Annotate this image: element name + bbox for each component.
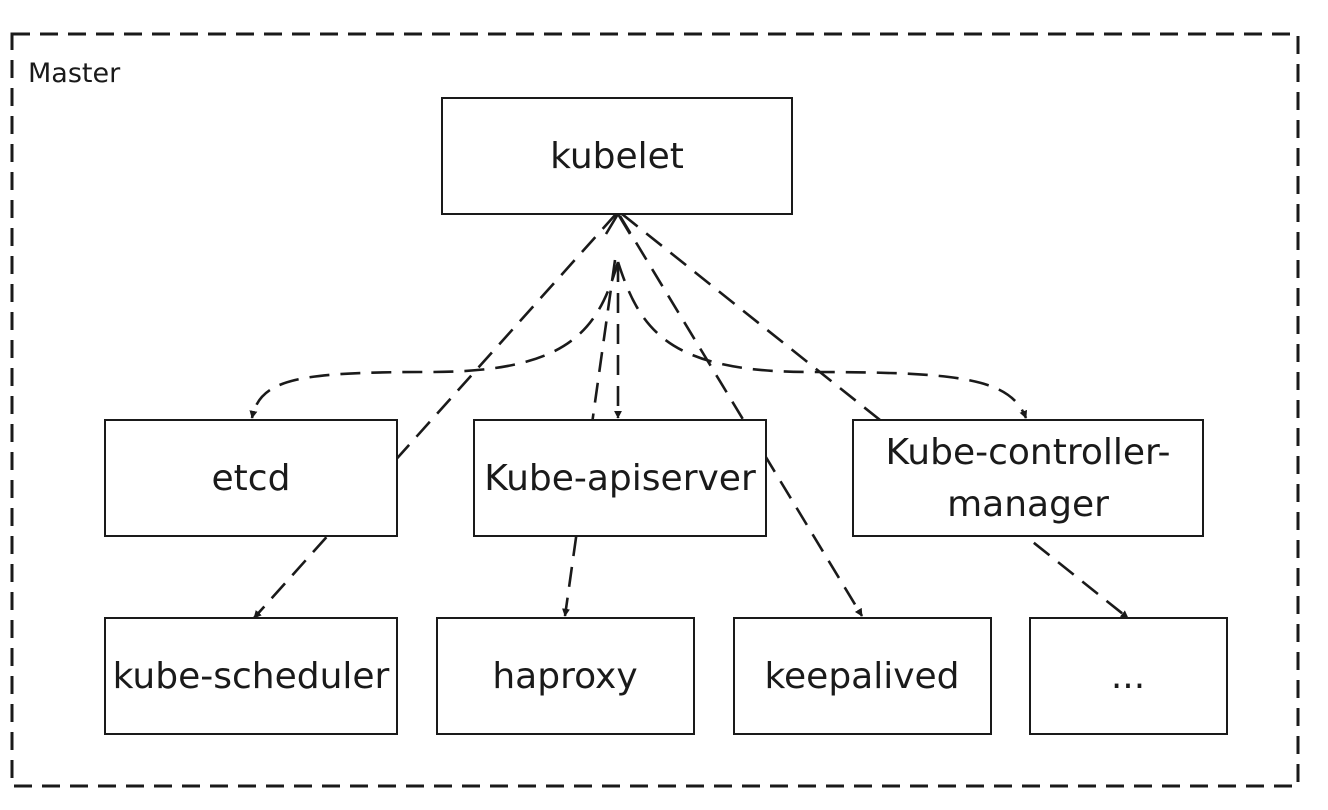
node-keepalived-box [733, 617, 992, 735]
node-haproxy-box [436, 617, 695, 735]
node-etcd-box [104, 419, 398, 537]
node-haproxy-label: haproxy [492, 656, 637, 697]
node-keepalived: keepalived [733, 617, 992, 735]
edge-kubelet-to-more [621, 212, 1129, 620]
node-kube-controller-manager-box [852, 419, 1204, 537]
node-kube-controller-manager-label-line-1: Kube-controller- [885, 432, 1170, 473]
edge-kubelet-to-kube-scheduler [253, 213, 617, 619]
node-kubelet-box [441, 97, 793, 215]
node-kube-scheduler-label: kube-scheduler [113, 656, 390, 697]
node-kube-apiserver: Kube-apiserver [473, 419, 767, 537]
node-more: ... [1029, 617, 1228, 735]
node-kubelet-label: kubelet [550, 136, 684, 177]
node-more-box [1029, 617, 1228, 735]
master-group-label: Master [28, 58, 121, 89]
node-kube-scheduler: kube-scheduler [104, 617, 398, 735]
master-group-frame [10, 32, 1300, 788]
node-kube-apiserver-box [473, 419, 767, 537]
node-keepalived-label: keepalived [764, 656, 959, 697]
node-haproxy: haproxy [436, 617, 695, 735]
node-more-label: ... [1111, 656, 1145, 697]
node-kubelet: kubelet [441, 97, 793, 215]
edge-layer [249, 211, 1129, 620]
edge-kubelet-to-keepalived [618, 215, 864, 617]
edge-kubelet-to-kube-controller-manager [616, 261, 1028, 419]
node-kube-apiserver-label: Kube-apiserver [484, 458, 756, 499]
edge-kubelet-to-etcd [249, 261, 620, 419]
node-kube-controller-manager: Kube-controller- manager [852, 419, 1204, 537]
node-kube-scheduler-box [104, 617, 398, 735]
node-etcd-label: etcd [212, 458, 291, 499]
node-kube-controller-manager-label-line-2: manager [947, 484, 1109, 525]
node-etcd: etcd [104, 419, 398, 537]
